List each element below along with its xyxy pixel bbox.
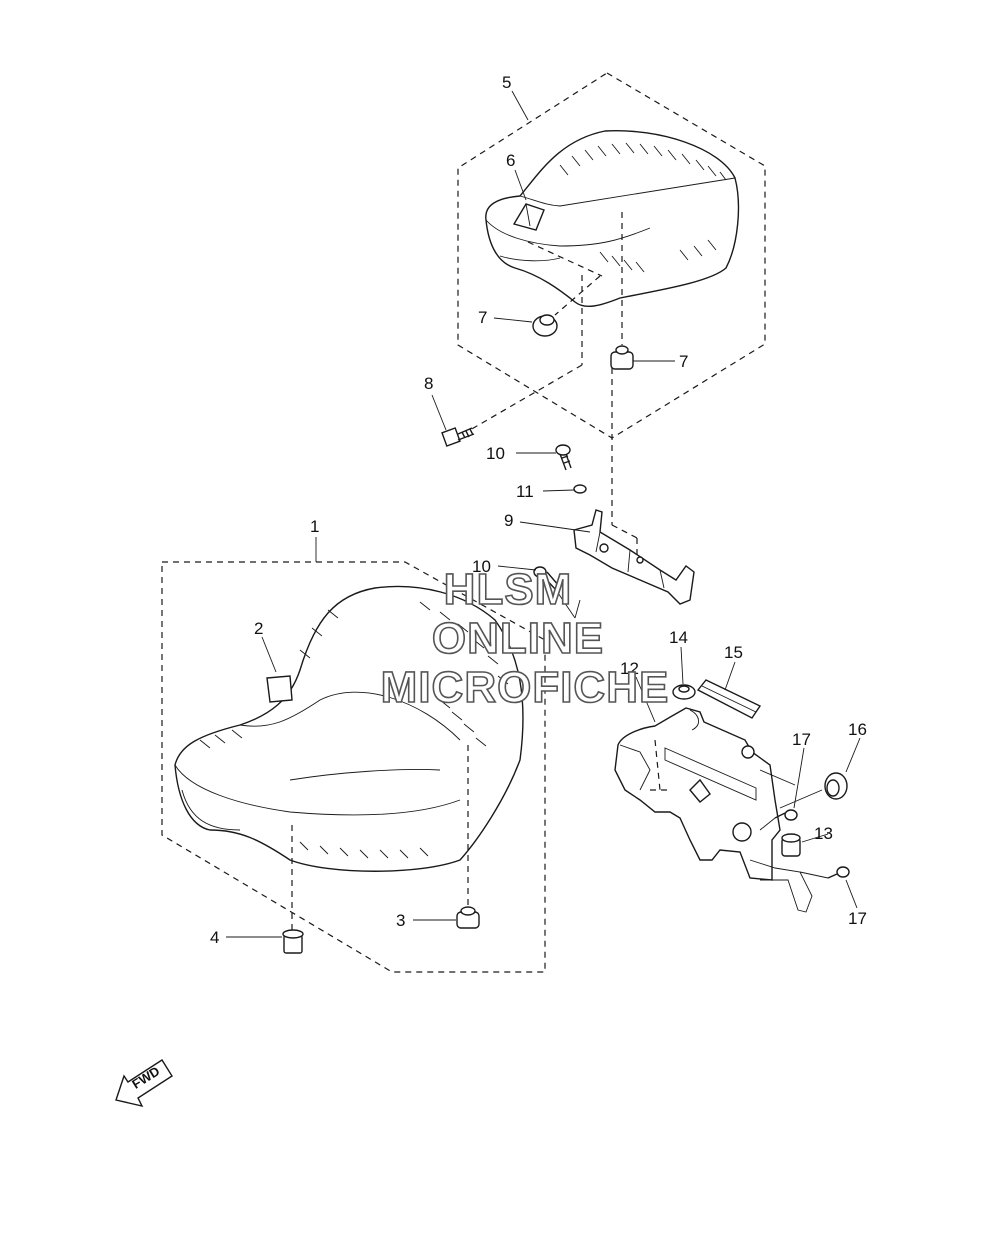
side-cover-group bbox=[614, 679, 850, 913]
callout-7-left: 7 bbox=[478, 308, 487, 327]
callout-10-top: 10 bbox=[486, 444, 505, 463]
collar[interactable] bbox=[781, 833, 801, 857]
callout-10-lower: 10 bbox=[472, 557, 491, 576]
rear-seat[interactable] bbox=[485, 130, 740, 308]
callout-1: 1 bbox=[310, 517, 319, 536]
callout-14: 14 bbox=[669, 628, 688, 647]
watermark-line-1: HLSM bbox=[444, 565, 573, 614]
grommet[interactable] bbox=[672, 684, 696, 700]
callout-leaders bbox=[226, 90, 861, 938]
seat-damper-right[interactable] bbox=[610, 345, 634, 370]
forward-arrow: FWD bbox=[115, 1059, 173, 1108]
callout-8: 8 bbox=[424, 374, 433, 393]
seat-label-tag bbox=[512, 203, 545, 231]
callout-11: 11 bbox=[516, 482, 534, 501]
callout-12: 12 bbox=[620, 659, 639, 678]
callout-5: 5 bbox=[502, 73, 511, 92]
front-seat-group-outline bbox=[161, 561, 546, 973]
large-grommet[interactable] bbox=[824, 772, 848, 800]
front-seat-assembly bbox=[161, 561, 546, 973]
seat-bracket[interactable] bbox=[573, 509, 695, 605]
rear-seat-assembly bbox=[457, 72, 766, 439]
callout-15: 15 bbox=[724, 643, 743, 662]
callout-6: 6 bbox=[506, 151, 515, 170]
seat-bolt[interactable] bbox=[441, 427, 475, 447]
watermark: HLSM ONLINE MICROFICHE bbox=[380, 564, 670, 713]
front-seat-damper[interactable] bbox=[456, 906, 480, 929]
seat-bracket-group bbox=[533, 368, 695, 619]
bracket-bolt-top[interactable] bbox=[555, 444, 572, 471]
callout-3: 3 bbox=[396, 911, 405, 930]
callout-4: 4 bbox=[210, 928, 219, 947]
washer[interactable] bbox=[573, 484, 587, 494]
side-cover-screw-lower[interactable] bbox=[827, 866, 850, 879]
front-seat-tag bbox=[266, 675, 293, 703]
callout-7-right: 7 bbox=[679, 352, 688, 371]
watermark-line-3: MICROFICHE bbox=[381, 663, 670, 712]
callout-17-lower: 17 bbox=[848, 909, 867, 928]
side-cover-screw-upper[interactable] bbox=[774, 809, 798, 821]
seat-damper-left[interactable] bbox=[532, 314, 558, 337]
callout-2: 2 bbox=[254, 619, 263, 638]
callout-16: 16 bbox=[848, 720, 867, 739]
callout-13: 13 bbox=[814, 824, 833, 843]
bracket-bolt-lower[interactable] bbox=[533, 566, 560, 591]
callouts: 1 2 3 4 5 6 7 7 8 9 10 10 11 12 13 14 15… bbox=[210, 73, 867, 947]
front-seat-collar[interactable] bbox=[282, 929, 304, 954]
watermark-line-2: ONLINE bbox=[432, 614, 604, 663]
callout-9: 9 bbox=[504, 511, 513, 530]
callout-17-upper: 17 bbox=[792, 730, 811, 749]
